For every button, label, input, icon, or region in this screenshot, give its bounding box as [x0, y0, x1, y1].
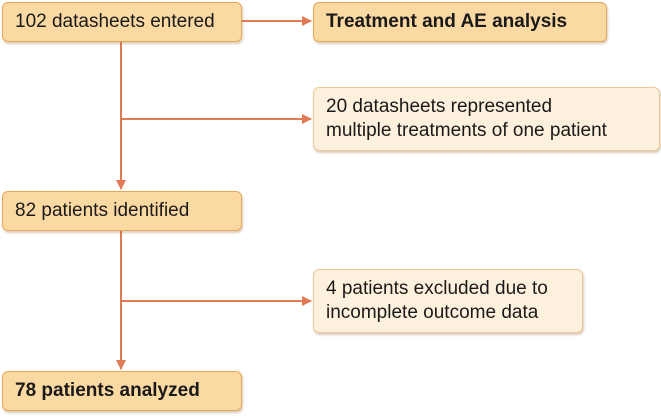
patients-identified-box: 82 patients identified: [2, 191, 242, 231]
datasheets-entered-box: 102 datasheets entered: [2, 2, 242, 42]
patients-analyzed-label: 78 patients analyzed: [15, 380, 200, 401]
patients-excluded-box: 4 patients excluded due to incomplete ou…: [313, 269, 583, 333]
patients-excluded-line-2: incomplete outcome data: [326, 302, 539, 323]
datasheets-entered-label: 102 datasheets entered: [15, 11, 215, 32]
multiple-treatments-line-1: 20 datasheets represented: [326, 96, 553, 117]
multiple-treatments-line-2: multiple treatments of one patient: [326, 120, 607, 141]
treatment-analysis-label: Treatment and AE analysis: [326, 11, 568, 32]
patients-excluded-line-1: 4 patients excluded due to: [326, 278, 548, 299]
treatment-analysis-box: Treatment and AE analysis: [313, 2, 607, 42]
patients-analyzed-box: 78 patients analyzed: [2, 371, 242, 411]
patients-identified-label: 82 patients identified: [15, 200, 190, 221]
multiple-treatments-box: 20 datasheets represented multiple treat…: [313, 87, 660, 151]
